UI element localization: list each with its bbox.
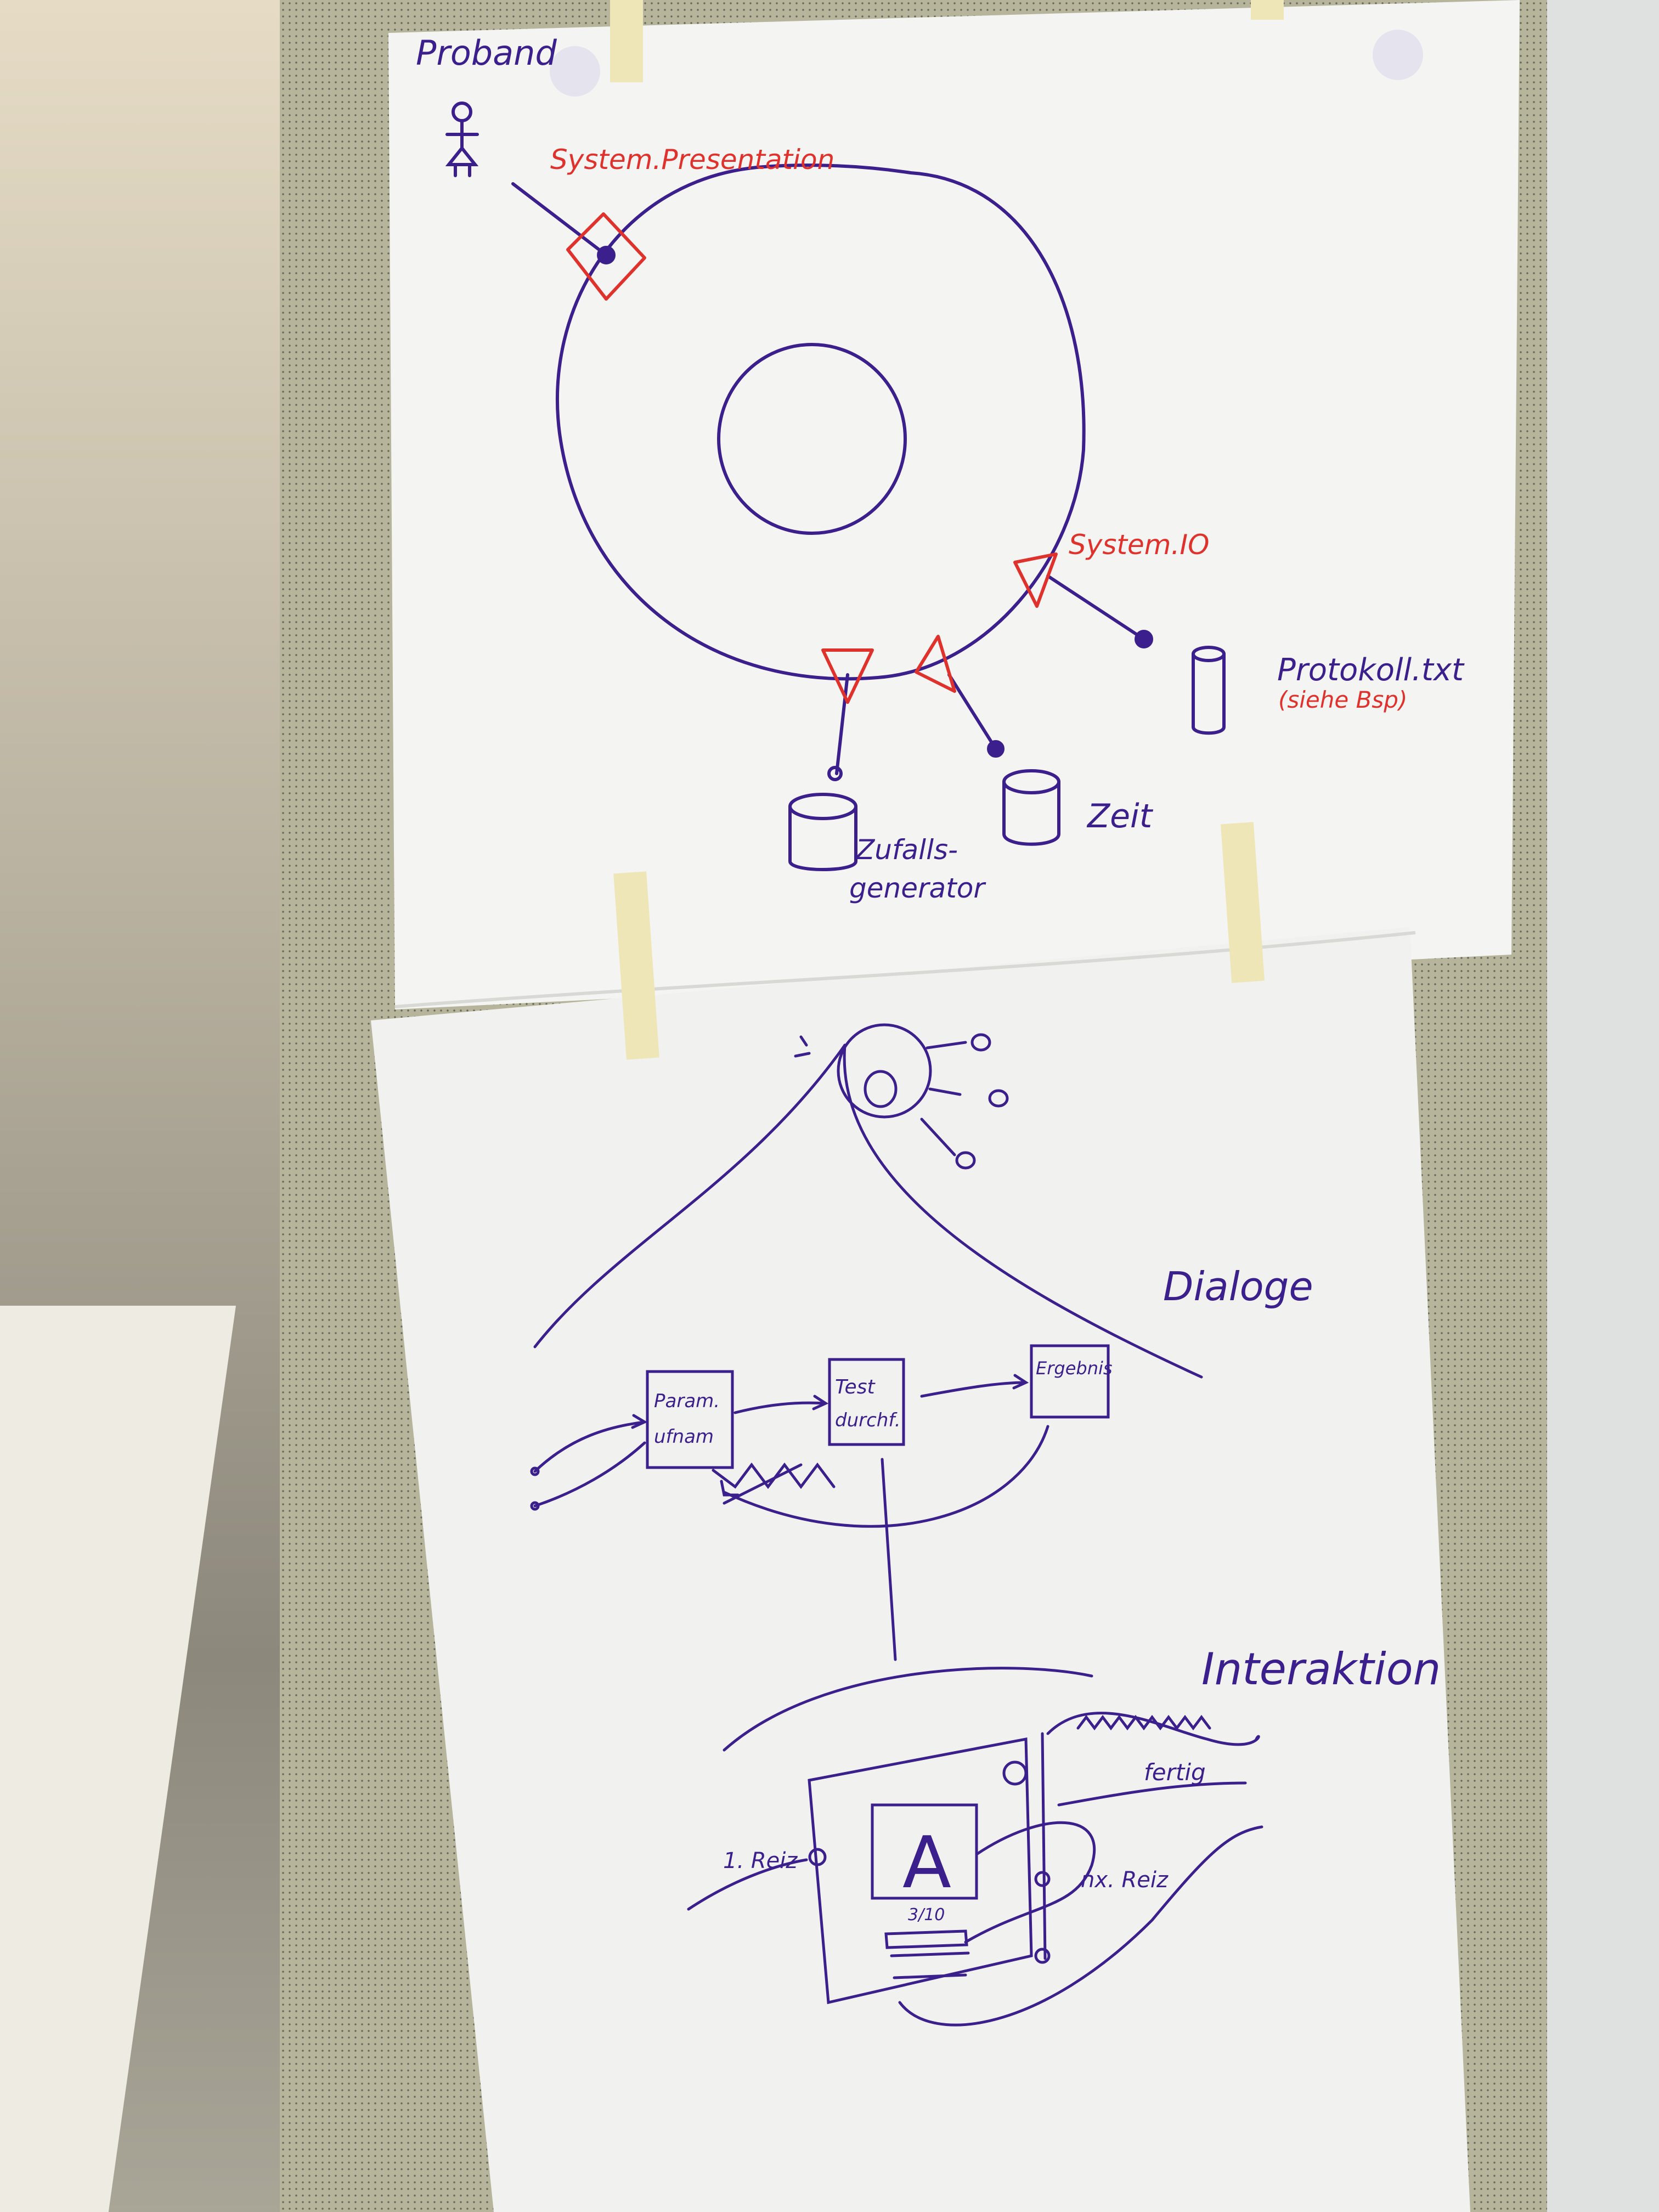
stimulus-port-left: [808, 1848, 827, 1866]
arrow-params-to-test: [733, 1395, 829, 1414]
entry-arrows: [533, 1414, 648, 1508]
random-connector: [835, 673, 849, 775]
entry-dot-1: [530, 1466, 540, 1476]
entry-dot-2: [530, 1501, 540, 1511]
time-store-label: Zeit: [1086, 797, 1154, 836]
ui-window-frame: [808, 1737, 1033, 2005]
params-box: [646, 1370, 734, 1469]
proband-actor-icon: [445, 101, 479, 177]
loop-arrows: [898, 1712, 1263, 2027]
log-file-note: (siehe Bsp): [1278, 686, 1407, 713]
first-stimulus-arrow: [687, 1858, 808, 1911]
time-store-icon: [1002, 769, 1060, 846]
first-stimulus-label: 1. Reiz: [723, 1848, 798, 1874]
tape-mid-right: [1220, 822, 1265, 983]
zoom-line-left: [533, 1043, 847, 1348]
random-store-label-2: generator: [849, 872, 986, 904]
timeline-vertical: [1041, 1732, 1047, 1960]
result-box: [1030, 1344, 1110, 1419]
test-box-label-1: Test: [835, 1376, 876, 1398]
io-port: [1013, 552, 1058, 608]
system-boundary-outer: [556, 163, 1086, 681]
zoom-line-right: [843, 1043, 1203, 1379]
pin-right: [1373, 30, 1423, 80]
random-generator-store-icon: [788, 793, 857, 871]
glyph-card: [871, 1803, 978, 1900]
arrow-test-to-result: [920, 1374, 1029, 1398]
presentation-port: [566, 212, 646, 301]
random-port: [821, 648, 874, 704]
io-port-label: System.IO: [1069, 529, 1209, 561]
presentation-port-dot: [597, 246, 616, 264]
done-label: fertig: [1144, 1759, 1206, 1786]
spring-scribble: [1076, 1714, 1211, 1731]
pin-left: [550, 46, 600, 97]
proband-label: Proband: [416, 33, 557, 73]
io-connector-dot: [1135, 630, 1153, 648]
paper-sheet-bottom: [371, 927, 1470, 2212]
random-store-label-1: Zufalls-: [855, 834, 958, 866]
timeline-node-2: [1034, 1948, 1051, 1964]
right-wall: [1547, 0, 1659, 2212]
result-box-label: Ergebnis: [1036, 1358, 1113, 1379]
system-core-inner: [717, 343, 907, 535]
counter-label: 3/10: [908, 1905, 945, 1925]
params-box-label-2: ufnam: [654, 1426, 714, 1448]
timer-icon: [1002, 1760, 1028, 1786]
interaction-heading: Interaktion: [1201, 1644, 1441, 1695]
test-box: [828, 1358, 905, 1446]
tape-top-right: [1251, 0, 1284, 20]
link-to-interaction: [881, 1458, 897, 1661]
scribble-crossed: [712, 1462, 836, 1505]
dialog-label: Dialoge: [1163, 1263, 1313, 1310]
log-file-label: Protokoll.txt: [1277, 652, 1465, 688]
tape-mid-left: [613, 871, 659, 1060]
glyph-letter: A: [902, 1821, 951, 1904]
params-box-label-1: Param.: [654, 1390, 720, 1412]
tape-top-left: [610, 0, 643, 82]
mini-system-diagram: [794, 1023, 1009, 1170]
timeline-node-1: [1034, 1871, 1051, 1887]
next-stimulus-label: nx. Reiz: [1081, 1867, 1169, 1893]
actor-connector: [511, 182, 608, 257]
paper-sheet-top: [388, 0, 1520, 1009]
test-box-label-2: durchf.: [835, 1409, 901, 1431]
random-connector-dot: [827, 766, 843, 781]
time-port: [915, 635, 956, 693]
time-connector-dot: [987, 740, 1005, 758]
answer-bars: [884, 1929, 970, 1979]
interaction-arc: [723, 1667, 1093, 1752]
log-file-store-icon: [1192, 646, 1226, 735]
arrow-result-back: [720, 1425, 1049, 1528]
presentation-port-label: System.Presentation: [550, 144, 834, 176]
time-connector: [947, 673, 997, 751]
io-connector: [1046, 574, 1146, 641]
